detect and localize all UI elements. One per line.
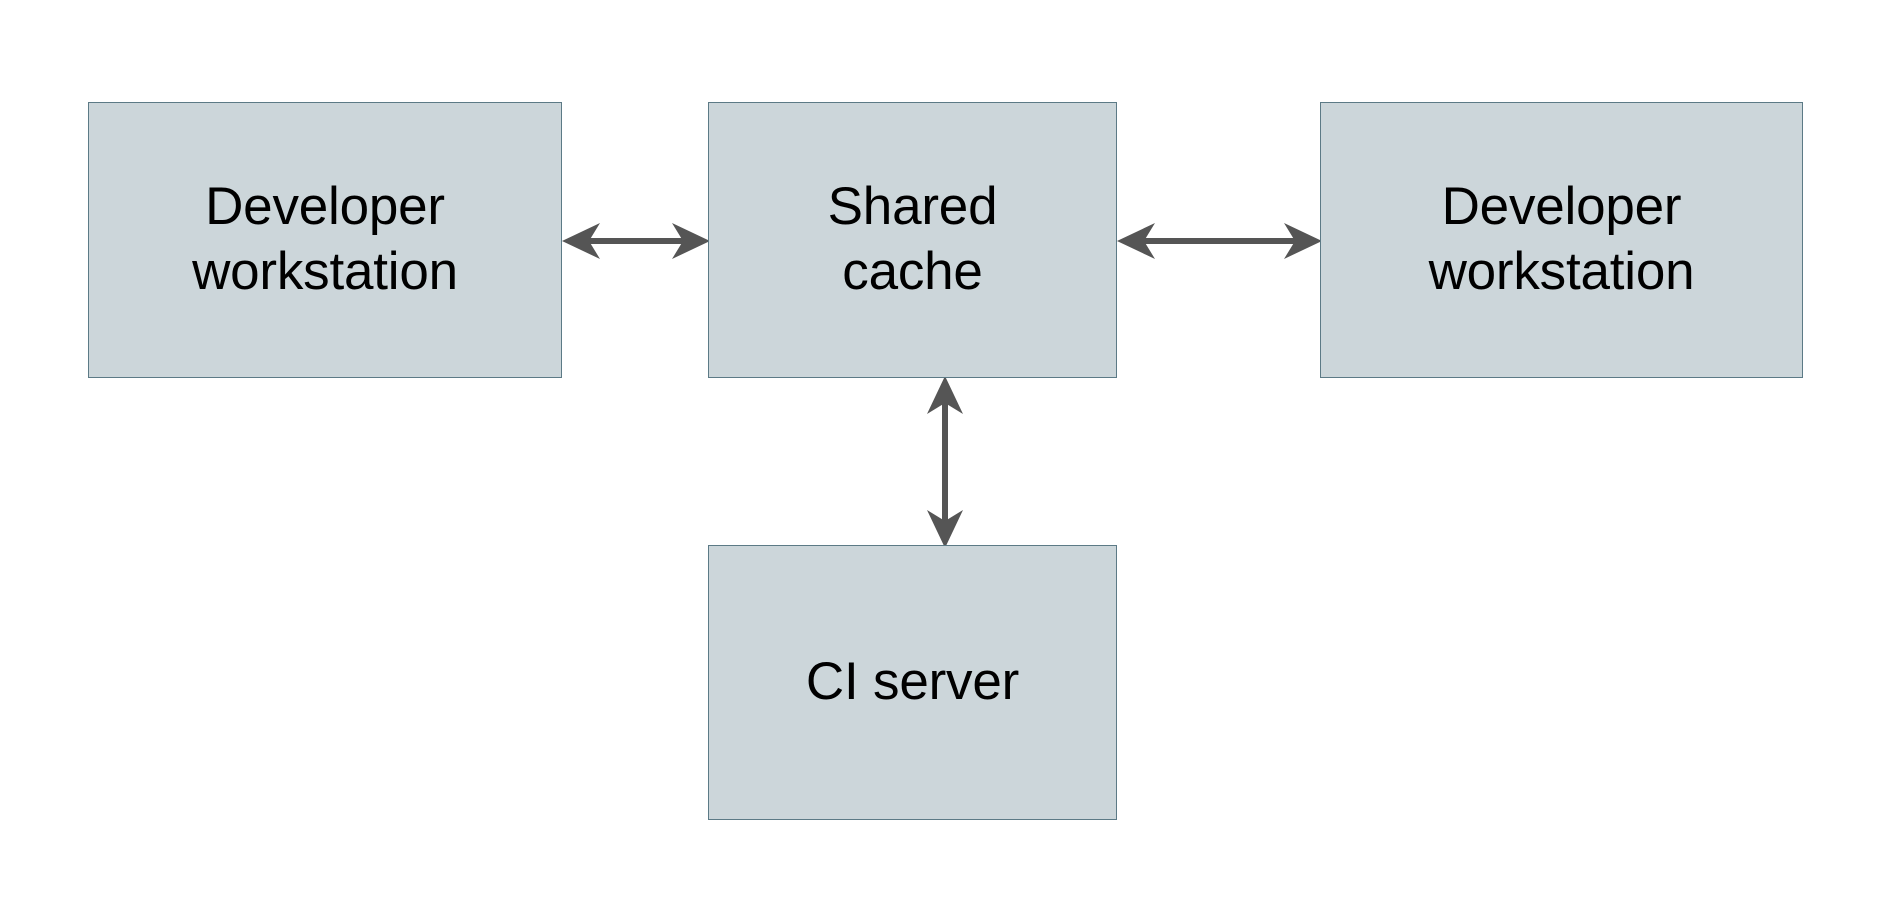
- connector-shared-cache-to-ci-server: [927, 376, 963, 548]
- node-label: CI server: [805, 652, 1020, 712]
- connector-shared-cache-to-dev-right: [1117, 223, 1322, 259]
- connector-dev-left-to-shared-cache: [562, 223, 710, 259]
- node-ci-server[interactable]: CI server: [708, 545, 1117, 820]
- node-developer-workstation-right[interactable]: Developer workstation: [1320, 102, 1803, 378]
- node-label: Developer workstation: [1428, 177, 1695, 301]
- node-label: Shared cache: [827, 177, 998, 301]
- node-shared-cache[interactable]: Shared cache: [708, 102, 1117, 378]
- node-developer-workstation-left[interactable]: Developer workstation: [88, 102, 562, 378]
- node-label: Developer workstation: [192, 177, 458, 301]
